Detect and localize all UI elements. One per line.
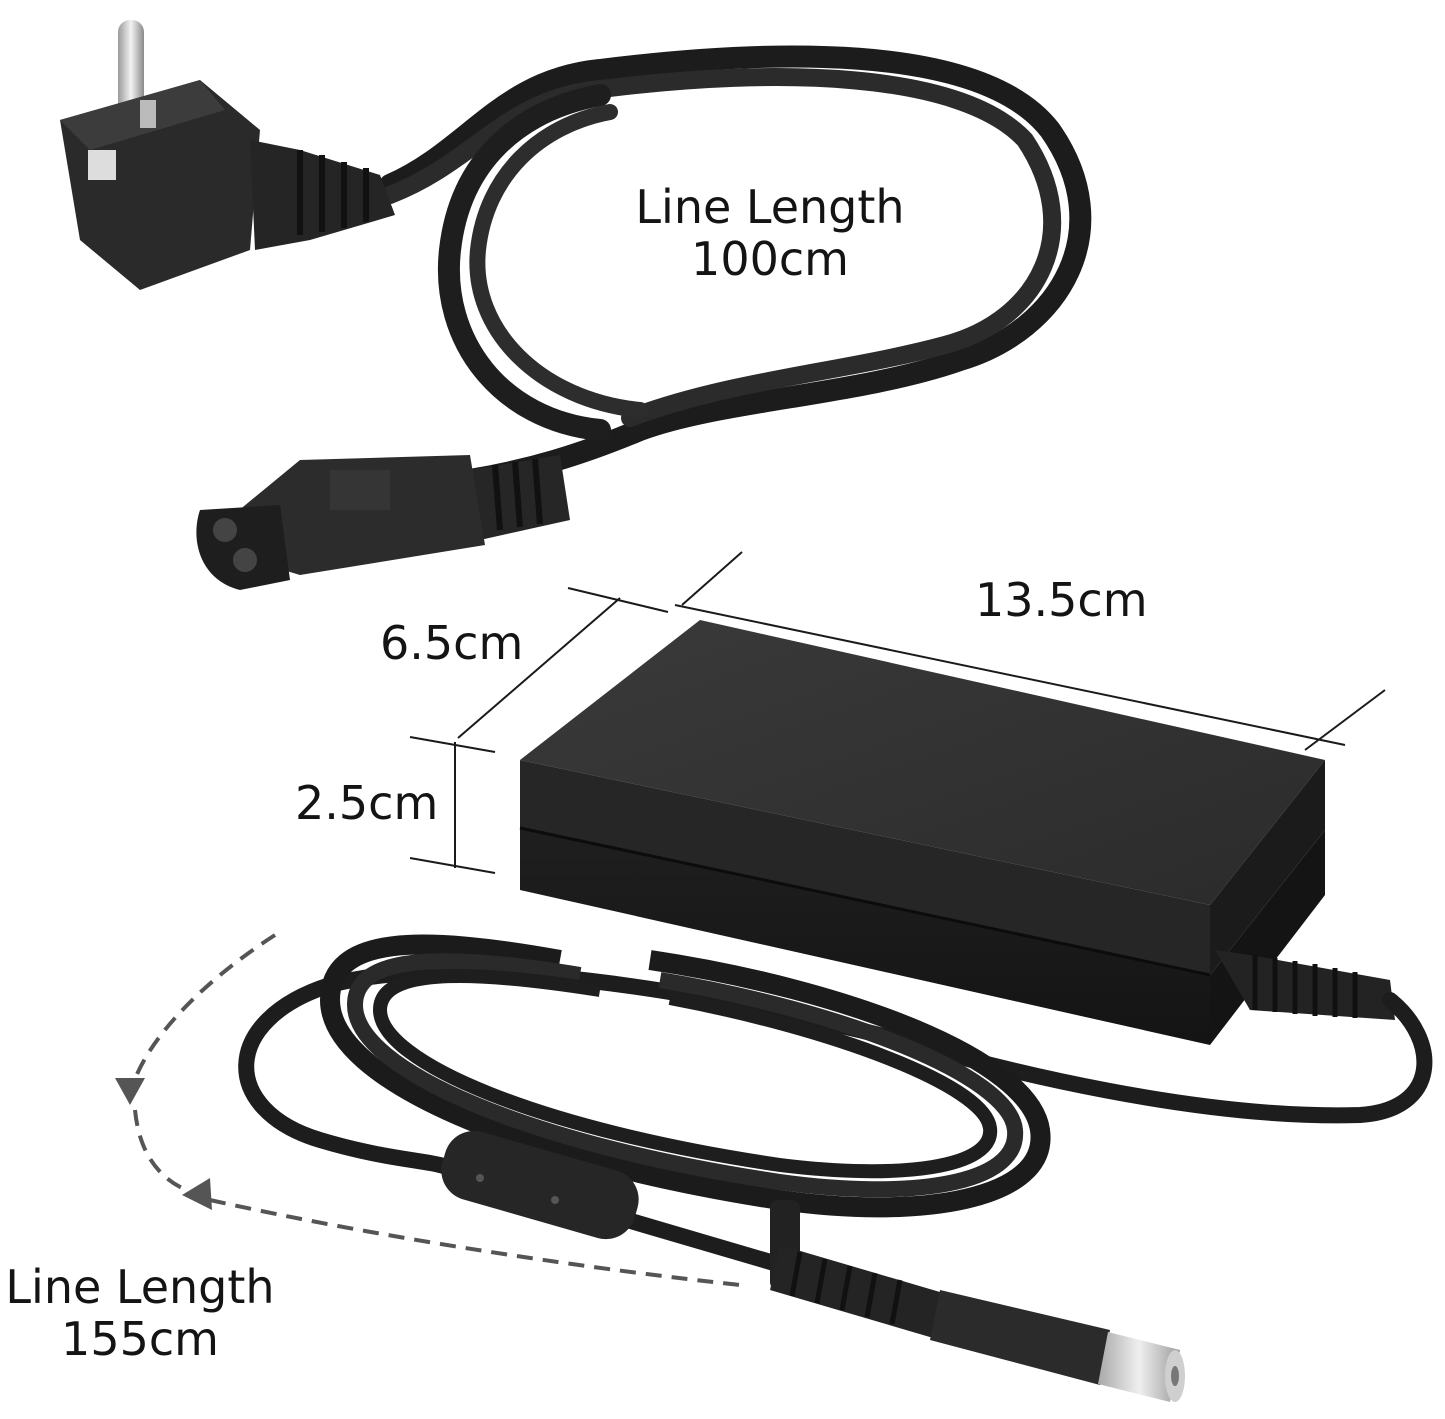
dc-cord-length-value: 155cm [61,1311,219,1366]
schuko-plug [60,20,395,290]
adapter-height-label: 2.5cm [295,776,439,830]
ac-cord-length-label: Line Length 100cm [610,180,930,286]
arrowheads [115,1078,212,1210]
adapter-width-label: 13.5cm [975,573,1148,627]
dimension-lines [409,551,1386,874]
adapter-depth-label: 6.5cm [380,616,524,670]
c5-connector [196,455,570,590]
ac-power-cord [379,45,1092,491]
dc-cord-length-label: Line Length 155cm [0,1260,280,1366]
cord-length-arrow [128,933,741,1287]
ac-cord-length-value: 100cm [691,231,849,286]
ac-cord-length-title: Line Length [635,180,905,234]
dc-cord-length-title: Line Length [5,1260,275,1314]
adapter-brick [519,620,1325,1045]
dc-output-cord [238,934,1433,1402]
